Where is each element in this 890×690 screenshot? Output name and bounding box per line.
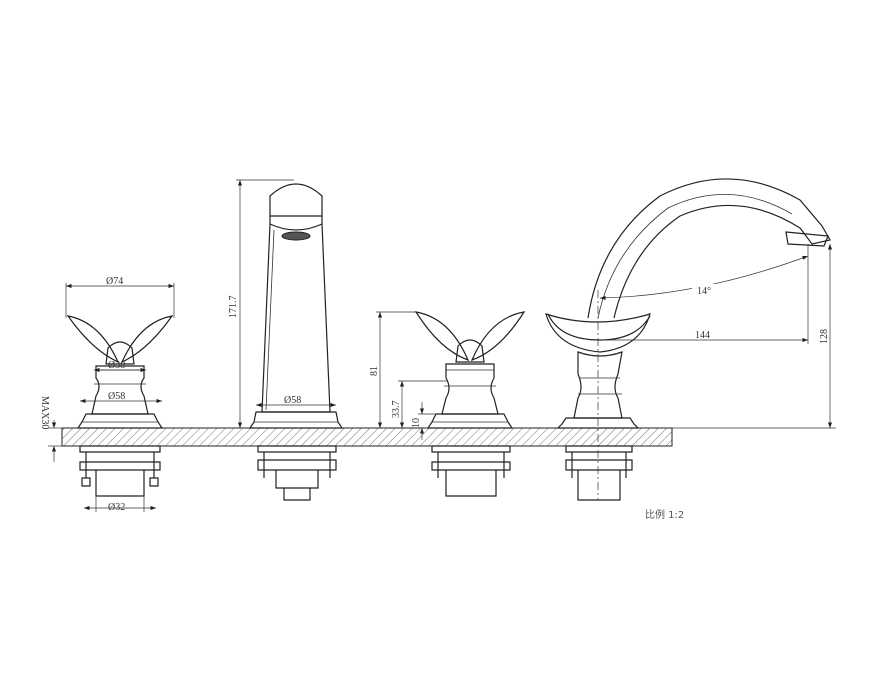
dim-spout-base-diameter: Ø58	[284, 395, 301, 406]
left-handle	[66, 315, 174, 497]
dim-handle-height: 81	[369, 366, 380, 376]
center-spout	[248, 183, 344, 501]
dim-handle-top-diameter: Ø74	[106, 276, 123, 287]
center-spout-dimensions: 171.7 Ø58	[228, 179, 336, 428]
scale-label: 比例 1:2	[645, 508, 684, 521]
dim-swivel-angle: 14°	[697, 286, 711, 297]
dim-spout-reach: 144	[695, 330, 710, 341]
deck-slab	[61, 427, 673, 447]
swivel-spout	[545, 178, 831, 501]
dim-handle-neck-diameter: Ø38	[108, 360, 125, 371]
right-handle	[414, 311, 526, 497]
dim-handle-mid-height: 33.7	[391, 401, 402, 419]
right-handle-dimensions: 81 33.7 10	[369, 311, 448, 440]
dim-max-deck-thickness: MAX30	[39, 396, 50, 429]
dim-spout-height: 171.7	[228, 296, 239, 319]
swivel-spout-dimensions: 14° 144 128	[598, 244, 836, 429]
dim-base-height: 10	[411, 418, 422, 428]
dim-handle-base-diameter: Ø58	[108, 391, 125, 402]
dim-shank-diameter: Ø32	[108, 502, 125, 513]
left-handle-dimensions: Ø74 Ø38 Ø58 MAX30 Ø32	[39, 276, 175, 513]
dim-spout-outlet-height: 128	[819, 329, 830, 344]
